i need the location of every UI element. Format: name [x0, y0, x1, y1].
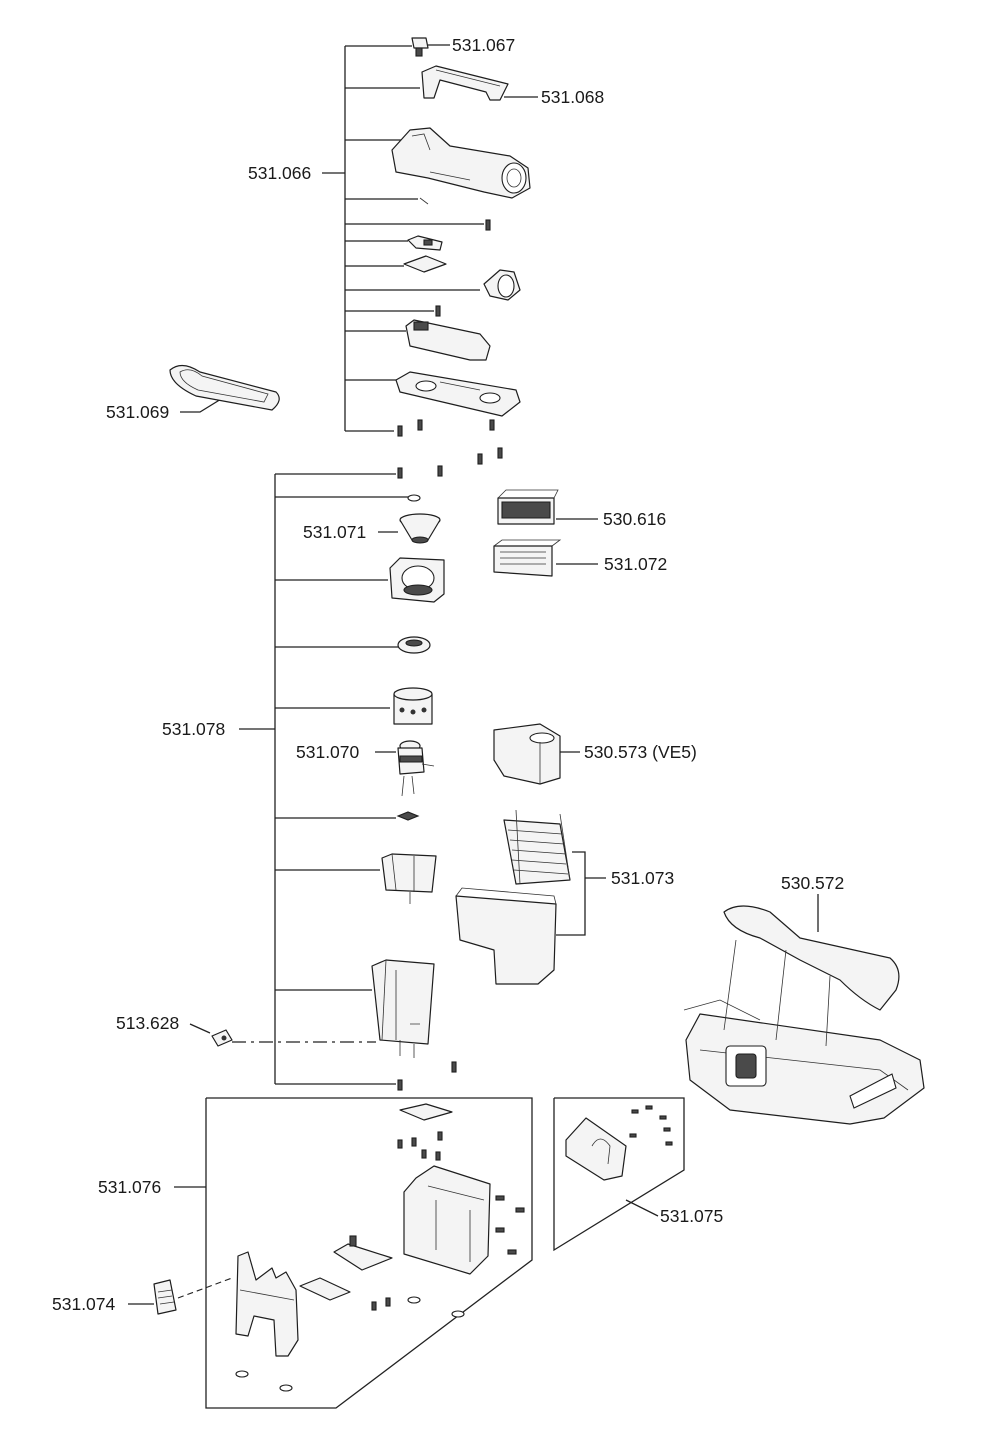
label-531073: 531.073: [611, 868, 674, 888]
label-531074: 531.074: [52, 1294, 116, 1314]
label-531075: 531.075: [660, 1206, 723, 1226]
label-531067: 531.067: [452, 35, 515, 55]
label-531076: 531.076: [98, 1177, 161, 1197]
base-assembly-part-531076: [235, 1103, 525, 1392]
tank-body: [371, 959, 435, 1058]
latch-part-531067: [411, 37, 429, 57]
bracket-part-531075: [565, 1105, 673, 1181]
cover-part: [405, 319, 491, 361]
label-530573: 530.573 (VE5): [584, 742, 697, 762]
label-531070: 531.070: [296, 742, 360, 762]
motor-part-531070: [397, 740, 435, 797]
seal-ring: [397, 636, 431, 654]
cylinder-part: [393, 687, 433, 725]
tank-part-531073: [455, 809, 571, 985]
screws-mid: [397, 419, 503, 479]
o-ring: [407, 494, 421, 502]
screws-upper: [419, 197, 491, 317]
label-531068: 531.068: [541, 87, 604, 107]
label-531069: 531.069: [106, 402, 169, 422]
nozzle-part: [483, 269, 521, 301]
label-531071: 531.071: [303, 522, 366, 542]
part-labels: 531.067 531.068 531.066 531.069 530.616 …: [52, 35, 844, 1314]
leader-lines: [128, 44, 819, 1409]
handle-part-531068: [421, 65, 509, 101]
label-530616: 530.616: [603, 509, 666, 529]
label-531072: 531.072: [604, 554, 667, 574]
cone-part-531071: [399, 513, 441, 544]
screws-lower: [397, 1061, 457, 1091]
seal-square: [403, 255, 447, 273]
switch-part: [407, 235, 443, 251]
harness-part-530572: [683, 905, 925, 1125]
clip-part-531074: [153, 1279, 177, 1315]
fan-housing: [389, 557, 445, 603]
filter-part-530616: [497, 489, 559, 525]
label-530572: 530.572: [781, 873, 844, 893]
filter-cage-part-531072: [493, 539, 562, 577]
label-531078: 531.078: [162, 719, 225, 739]
cap-part-530573: [493, 723, 561, 785]
valve-part-513628: [211, 1029, 233, 1047]
top-housing-part-531066: [391, 127, 531, 199]
small-block: [396, 811, 420, 821]
base-plate-part: [395, 371, 521, 417]
label-513628: 513.628: [116, 1013, 179, 1033]
gasket-part-531069: [169, 364, 280, 411]
label-531066: 531.066: [248, 163, 311, 183]
motor-cage: [381, 853, 437, 904]
